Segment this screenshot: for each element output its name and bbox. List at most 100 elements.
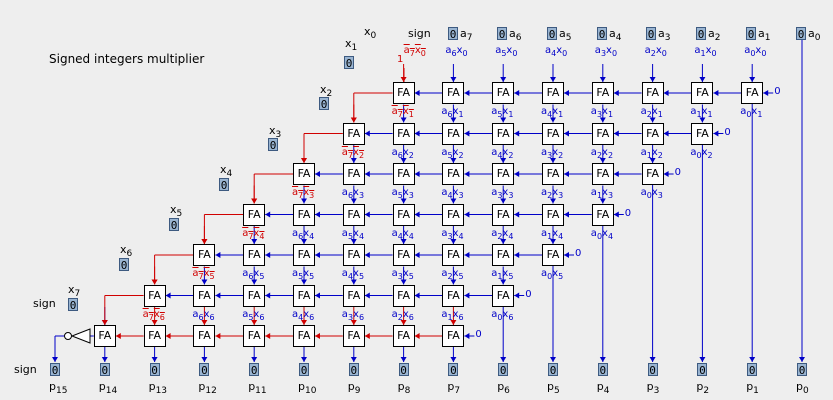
arrow-left-icon (464, 171, 470, 177)
partial-product-label: a7x4 (242, 227, 265, 241)
constant-one: 1 (397, 54, 404, 65)
arrow-down-icon (151, 320, 158, 325)
partial-product-label: a5x4 (341, 227, 365, 241)
partial-product-label: a5x2 (441, 146, 464, 160)
p-output-bit: 0 (398, 363, 409, 377)
full-adder: FA (293, 163, 315, 185)
a-input-toggle[interactable]: 0 (547, 27, 557, 41)
full-adder: FA (442, 163, 465, 185)
arrow-down-icon (301, 239, 307, 244)
x-input-toggle[interactable]: 0 (319, 97, 329, 111)
full-adder: FA (591, 122, 614, 145)
x-input-toggle[interactable]: 0 (268, 138, 278, 152)
x-input-toggle[interactable]: 0 (119, 258, 129, 272)
x-input-label: x3 (269, 124, 282, 141)
p-output-label: p1 (746, 380, 759, 397)
a-input-toggle[interactable]: 0 (646, 27, 656, 41)
p-output-label: p12 (198, 380, 217, 397)
arrow-down-icon (400, 158, 407, 163)
a-input-toggle[interactable]: 0 (746, 27, 756, 41)
full-adder: FA (591, 82, 614, 104)
arrow-down-icon (301, 357, 307, 362)
full-adder: FA (342, 325, 365, 347)
partial-product-label: a3x4 (441, 227, 464, 241)
arrow-down-icon (599, 158, 606, 163)
full-adder: FA (293, 244, 315, 266)
p-output-label: p2 (696, 380, 710, 397)
arrow-left-icon (514, 171, 520, 177)
arrow-left-icon (215, 252, 221, 258)
x-input-label: x0 (364, 25, 377, 42)
partial-product-label: a2x3 (541, 187, 564, 200)
partial-product-label: a6x4 (292, 227, 315, 241)
p-output-label: p3 (646, 380, 660, 397)
p-output-label: p4 (596, 380, 610, 397)
partial-product-label: a6x6 (192, 308, 215, 322)
arrow-left-icon (464, 130, 470, 137)
x-input-label: x7 (68, 283, 81, 300)
a-input-toggle[interactable]: 0 (497, 27, 507, 41)
p-output-label: p11 (248, 380, 267, 397)
partial-product-label: a4x4 (391, 227, 414, 241)
partial-product-label: a4x0 (545, 45, 568, 58)
partial-product-label: a2x6 (391, 308, 414, 322)
partial-product-label: a0x6 (491, 308, 514, 322)
full-adder: FA (442, 82, 465, 104)
x-input-toggle[interactable]: 0 (169, 218, 179, 232)
full-adder: FA (442, 284, 465, 307)
arrow-left-icon (514, 130, 520, 137)
carry-in-zero: 0 (674, 167, 681, 178)
partial-product-label: a1x1 (690, 106, 713, 119)
arrow-down-icon (201, 357, 208, 362)
p-output-bit: 0 (448, 363, 459, 377)
arrow-down-icon (500, 77, 507, 82)
p-output-bit: 0 (50, 363, 60, 377)
p-output-bit: 0 (149, 363, 160, 377)
arrow-down-icon (450, 117, 457, 123)
a-input-toggle[interactable]: 0 (696, 27, 706, 41)
partial-product-label: a0x5 (541, 268, 564, 281)
full-adder: FA (442, 122, 465, 145)
partial-product-label: a6x3 (341, 187, 365, 200)
arrow-down-icon (649, 117, 656, 123)
a-input-toggle[interactable]: 0 (597, 27, 607, 41)
full-adder: FA (492, 163, 515, 185)
arrow-left-icon (613, 130, 619, 137)
a-input-toggle[interactable]: 0 (448, 27, 458, 41)
p-output-bit: 0 (498, 363, 509, 377)
arrow-left-icon (414, 130, 420, 137)
a-input-toggle[interactable]: 0 (796, 27, 806, 41)
partial-product-label: a7x5 (192, 268, 215, 281)
arrow-left-icon (514, 211, 520, 218)
arrow-down-icon (101, 320, 108, 325)
partial-product-label: a5x3 (391, 187, 414, 200)
partial-product-label: a2x2 (590, 146, 614, 160)
a-input-label: a4 (609, 27, 622, 44)
x-input-toggle[interactable]: 0 (68, 298, 78, 312)
partial-product-label: a1x2 (640, 146, 663, 160)
p-output-label: p9 (347, 380, 361, 397)
p-output-bit: 0 (199, 363, 210, 377)
arrow-left-icon (514, 292, 520, 299)
partial-product-label: a3x0 (594, 45, 618, 58)
full-adder: FA (641, 82, 664, 104)
arrow-down-icon (251, 198, 258, 204)
full-adder: FA (442, 325, 465, 347)
partial-product-label: a1x4 (541, 227, 564, 241)
arrow-left-icon (414, 90, 420, 96)
full-adder: FA (641, 122, 664, 145)
arrow-down-icon (550, 198, 556, 204)
arrow-down-icon (550, 239, 556, 244)
partial-product-label: a7x2 (341, 146, 365, 160)
x-input-toggle[interactable]: 0 (344, 56, 354, 70)
arrow-down-icon (500, 279, 507, 285)
x-input-toggle[interactable]: 0 (219, 178, 229, 192)
arrow-left-icon (414, 252, 420, 258)
p-output-label: p14 (98, 380, 118, 397)
arrow-left-icon (165, 333, 171, 339)
arrow-down-icon (350, 320, 357, 325)
arrow-down-icon (400, 117, 407, 123)
full-adder: FA (243, 284, 266, 307)
full-adder: FA (293, 203, 315, 226)
